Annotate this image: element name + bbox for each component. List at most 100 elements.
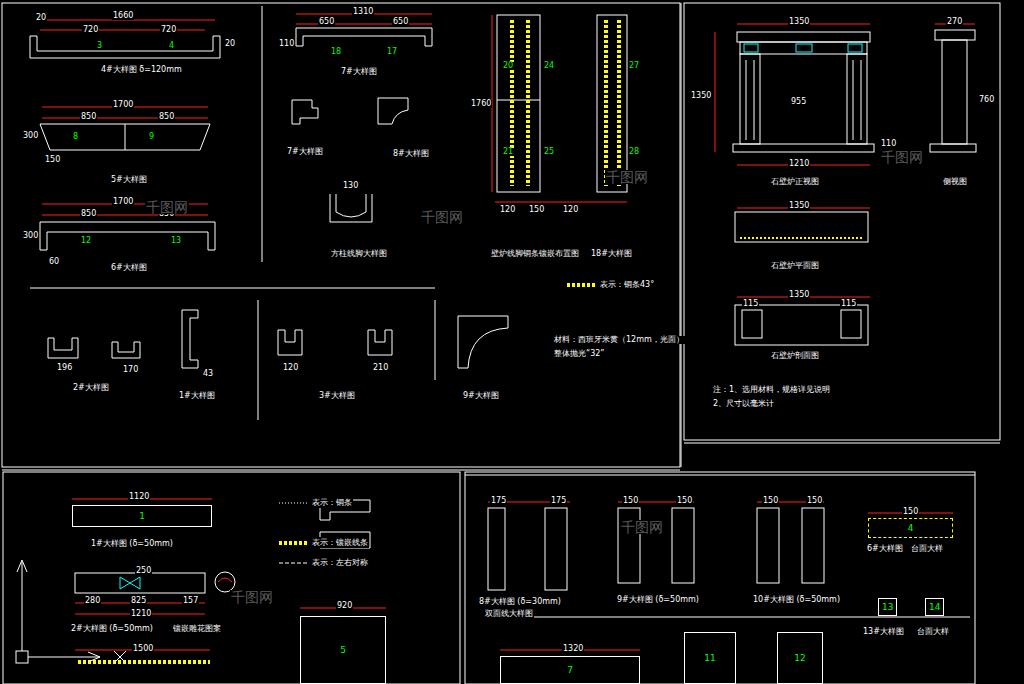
part-outlines — [733, 144, 874, 152]
dimension-lines — [715, 32, 716, 152]
legend-item: 表示：镶嵌线条 — [278, 537, 369, 548]
callout-number: 4 — [168, 42, 175, 50]
dimension-text: 150 — [762, 497, 779, 505]
dimension-text: 720 — [160, 26, 177, 34]
dimension-text: 280 — [84, 597, 101, 605]
part-outlines — [740, 54, 760, 144]
dimension-lines — [35, 14, 975, 650]
drawing-caption: 2#大样图 — [72, 384, 110, 392]
part-outlines — [757, 508, 779, 583]
inlay-details — [78, 660, 210, 664]
part-outlines — [735, 212, 868, 242]
dimension-text: 1350 — [690, 92, 712, 100]
drawing-caption: 6#大样图 — [866, 545, 904, 553]
dimension-text: 1700 — [112, 198, 134, 206]
dimension-text: 850 — [80, 113, 97, 121]
inlay-details — [796, 44, 812, 52]
dimension-text: 250 — [135, 567, 152, 575]
part-outlines — [737, 32, 870, 42]
part-outlines — [75, 573, 205, 593]
dimension-text: 1350 — [788, 291, 810, 299]
callout-number: 5 — [339, 646, 347, 655]
dimension-text: 150 — [528, 206, 545, 214]
axis-icon — [22, 562, 23, 651]
dimension-text: 170 — [122, 366, 139, 374]
dimension-lines — [42, 118, 208, 119]
drawing-caption: 石壁炉平面图 — [770, 262, 820, 270]
legend-sample — [278, 539, 308, 547]
note-text: 2、尺寸以毫米计 — [712, 400, 775, 408]
inlay-details — [604, 20, 608, 186]
part-outlines — [215, 572, 235, 592]
callout-number: 13 — [170, 237, 182, 245]
dimension-text: 20 — [224, 40, 236, 48]
dimension-lines — [40, 30, 205, 31]
watermark: 千图网 — [230, 590, 274, 604]
part-outlines — [458, 316, 508, 368]
drawing-caption: 石壁炉正视图 — [770, 178, 820, 186]
dimension-text: 210 — [372, 364, 389, 372]
part-outlines — [672, 508, 694, 583]
drawing-caption: 台面大样 — [910, 545, 944, 553]
dimension-text: 850 — [158, 113, 175, 121]
part-outlines — [330, 194, 372, 222]
part-outlines — [40, 124, 210, 150]
dimension-text: 175 — [490, 497, 507, 505]
watermark: 千图网 — [880, 150, 924, 164]
inlay-details — [78, 20, 864, 662]
inlay-details — [848, 44, 862, 52]
legend-sample-line — [279, 541, 307, 545]
drawing-caption: 5#大样图 — [110, 176, 148, 184]
part-outlines — [368, 330, 392, 355]
inlay-details — [740, 237, 864, 239]
note-text: 整体抛光“32” — [553, 350, 605, 358]
part-outlines — [740, 42, 867, 54]
legend-text: 表示：铜条 — [311, 497, 353, 508]
sheet-frame — [2, 470, 680, 471]
drawing-caption: 2#大样图 (δ=50mm) — [70, 625, 154, 633]
dimension-text: 110 — [278, 40, 295, 48]
sheet-frame — [684, 443, 1000, 444]
callout-number: 14 — [928, 603, 941, 612]
dimension-text: 650 — [392, 18, 409, 26]
part-outlines — [847, 54, 867, 144]
drawing-caption: 1#大样图 (δ=50mm) — [90, 540, 174, 548]
dimension-text: 1760 — [470, 100, 492, 108]
inlay-details — [218, 578, 232, 582]
dimension-text: 150 — [622, 497, 639, 505]
callout-number: 27 — [628, 62, 640, 70]
axis-icon — [16, 651, 28, 663]
part-outlines — [488, 508, 505, 590]
callout-number: 11 — [703, 654, 716, 663]
part-outlines — [735, 305, 868, 345]
callout-number: 12 — [793, 654, 806, 663]
sheet-frame — [490, 617, 970, 618]
watermark: 千图网 — [420, 210, 464, 224]
dimension-text: 920 — [336, 602, 353, 610]
dimension-text: 115 — [840, 300, 857, 308]
drawing-caption: 9#大样图 — [462, 392, 500, 400]
drawing-caption: 石壁炉剖面图 — [770, 352, 820, 360]
drawing-caption: 双面线大样图 — [484, 610, 534, 618]
callout-number: 24 — [543, 62, 555, 70]
drawing-caption: 1#大样图 — [178, 392, 216, 400]
sheet-frame — [435, 300, 436, 380]
dimension-text: 120 — [499, 206, 516, 214]
part-outlines — [30, 15, 976, 593]
sheet-frame — [684, 3, 1000, 440]
axis-icon — [88, 652, 100, 662]
legend-sample-line — [279, 502, 307, 503]
drawing-caption: 壁炉线脚铜条镶嵌布置图 — [490, 250, 580, 258]
dimension-text: 120 — [282, 364, 299, 372]
dimension-text: 115 — [742, 300, 759, 308]
axis-icon — [114, 651, 126, 663]
dimension-text: 60 — [48, 258, 60, 266]
part-outlines — [841, 310, 861, 338]
dimension-text: 130 — [342, 182, 359, 190]
inlay-details — [120, 577, 140, 589]
dimension-text: 1210 — [788, 160, 810, 168]
dimension-text: 955 — [790, 98, 807, 106]
part-outlines — [754, 60, 755, 140]
callout-number: 17 — [386, 48, 398, 56]
